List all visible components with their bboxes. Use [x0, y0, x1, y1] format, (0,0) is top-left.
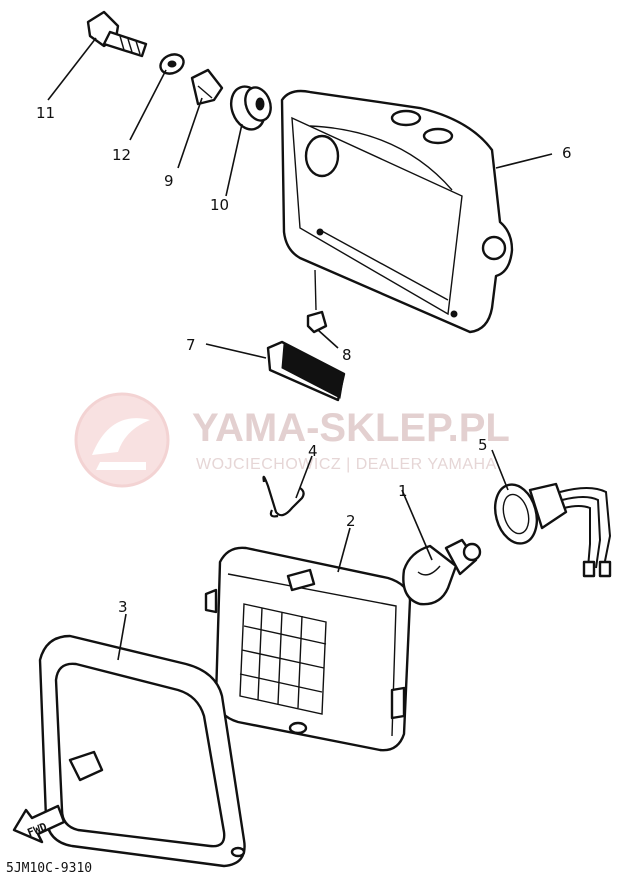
- grommet-part: [229, 85, 272, 131]
- headlight-lens-part: [204, 546, 412, 752]
- bulb-part: [402, 538, 482, 606]
- headlight-housing-part: [280, 89, 514, 334]
- callout-7: 7: [186, 336, 196, 354]
- callout-12: 12: [112, 146, 131, 164]
- rubber-block-part: [266, 340, 346, 402]
- watermark-title: YAMA-SKLEP.PL: [192, 406, 510, 450]
- callout-3: 3: [118, 598, 128, 616]
- watermark-logo: [74, 392, 170, 488]
- callout-9: 9: [164, 172, 174, 190]
- callout-labels: 11 12 9 10 6 7 8 4 2 1 5 3: [36, 104, 572, 616]
- callout-8: 8: [342, 346, 352, 364]
- watermark: YAMA-SKLEP.PL WOJCIECHOWICZ | DEALER YAM…: [74, 392, 510, 488]
- diagram-code: 5JM10C-9310: [6, 861, 92, 876]
- bolt-part: [86, 10, 148, 58]
- spring-clip-part: [262, 475, 305, 518]
- callout-11: 11: [36, 104, 55, 122]
- washer-part: [159, 53, 185, 75]
- collar-part: [190, 68, 224, 106]
- callout-1: 1: [398, 482, 408, 500]
- screw-part: [306, 269, 328, 334]
- callout-6: 6: [562, 144, 572, 162]
- callout-4: 4: [308, 442, 318, 460]
- callout-2: 2: [346, 512, 356, 530]
- headlight-rim-part: [38, 634, 246, 868]
- callout-10: 10: [210, 196, 229, 214]
- bulb-socket-part: [493, 482, 612, 578]
- callout-5: 5: [478, 436, 488, 454]
- leader-lines: [47, 37, 553, 661]
- watermark-subtitle: WOJCIECHOWICZ | DEALER YAMAHA: [196, 456, 497, 473]
